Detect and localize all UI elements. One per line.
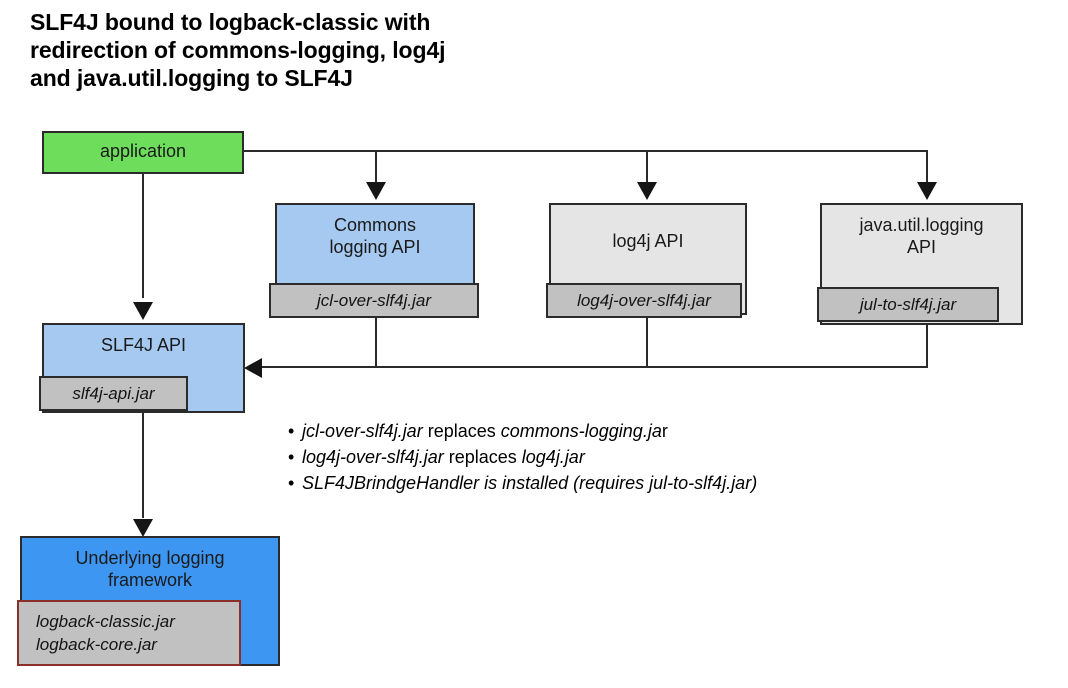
note-bullet-icon: • bbox=[288, 447, 295, 467]
arrow-application-to-log4j bbox=[637, 182, 657, 200]
arrow-bridges-to-slf4j bbox=[244, 358, 262, 378]
jar-chip-log4j-over-slf4j[interactable]: log4j-over-slf4j.jar bbox=[546, 283, 742, 318]
box-commons-logging-api-label: Commons logging API bbox=[329, 215, 421, 257]
note-bullet-icon: • bbox=[288, 421, 295, 441]
jar-chip-jul-to-slf4j[interactable]: jul-to-slf4j.jar bbox=[817, 287, 999, 322]
connector-application-bus bbox=[244, 150, 928, 152]
diagram-title: SLF4J bound to logback-classic with redi… bbox=[30, 9, 446, 91]
box-application-label: application bbox=[99, 141, 187, 161]
box-slf4j-api-label: SLF4J API bbox=[100, 335, 187, 355]
note-item: • log4j-over-slf4j.jar replaces log4j.ja… bbox=[288, 444, 1028, 470]
jar-chip-logback[interactable]: logback-classic.jar logback-core.jar bbox=[17, 600, 241, 666]
box-underlying-logging-framework-label: Underlying logging framework bbox=[75, 548, 225, 590]
jar-chip-jcl-over-slf4j-label: jcl-over-slf4j.jar bbox=[317, 291, 431, 310]
notes-list: • jcl-over-slf4j.jar replaces commons-lo… bbox=[288, 418, 1028, 496]
note-item-text: jcl-over-slf4j.jar replaces commons-logg… bbox=[302, 421, 668, 441]
connector-slf4j-to-underlying-stem bbox=[142, 412, 144, 518]
connector-application-to-slf4j-stem bbox=[142, 173, 144, 298]
jar-chip-logback-label: logback-classic.jar logback-core.jar bbox=[36, 612, 175, 654]
connector-application-to-log4j-stem bbox=[646, 150, 648, 186]
note-item-text: SLF4JBrindgeHandler is installed (requir… bbox=[302, 473, 758, 493]
connector-application-to-jul-stem bbox=[926, 150, 928, 186]
box-java-util-logging-api-label: java.util.logging API bbox=[859, 215, 984, 257]
jar-chip-jul-to-slf4j-label: jul-to-slf4j.jar bbox=[859, 295, 957, 314]
jar-chip-log4j-over-slf4j-label: log4j-over-slf4j.jar bbox=[577, 291, 711, 310]
note-item: • SLF4JBrindgeHandler is installed (requ… bbox=[288, 470, 1028, 496]
box-application[interactable]: application bbox=[42, 131, 244, 174]
arrow-application-to-commons bbox=[366, 182, 386, 200]
note-bullet-icon: • bbox=[288, 473, 295, 493]
connector-application-to-commons-stem bbox=[375, 150, 377, 186]
box-log4j-api-label: log4j API bbox=[612, 231, 684, 251]
jar-chip-slf4j-api[interactable]: slf4j-api.jar bbox=[39, 376, 188, 411]
note-item-text: log4j-over-slf4j.jar replaces log4j.jar bbox=[302, 447, 585, 467]
arrow-slf4j-to-underlying bbox=[133, 519, 153, 537]
jar-chip-slf4j-api-label: slf4j-api.jar bbox=[72, 384, 155, 403]
connector-bridges-return-bus bbox=[262, 366, 928, 368]
note-item: • jcl-over-slf4j.jar replaces commons-lo… bbox=[288, 418, 1028, 444]
connector-commons-return-stem bbox=[375, 318, 377, 368]
connector-jul-return-stem bbox=[926, 320, 928, 368]
jar-chip-jcl-over-slf4j[interactable]: jcl-over-slf4j.jar bbox=[269, 283, 479, 318]
arrow-application-to-slf4j bbox=[133, 302, 153, 320]
arrow-application-to-jul bbox=[917, 182, 937, 200]
connector-log4j-return-stem bbox=[646, 318, 648, 368]
